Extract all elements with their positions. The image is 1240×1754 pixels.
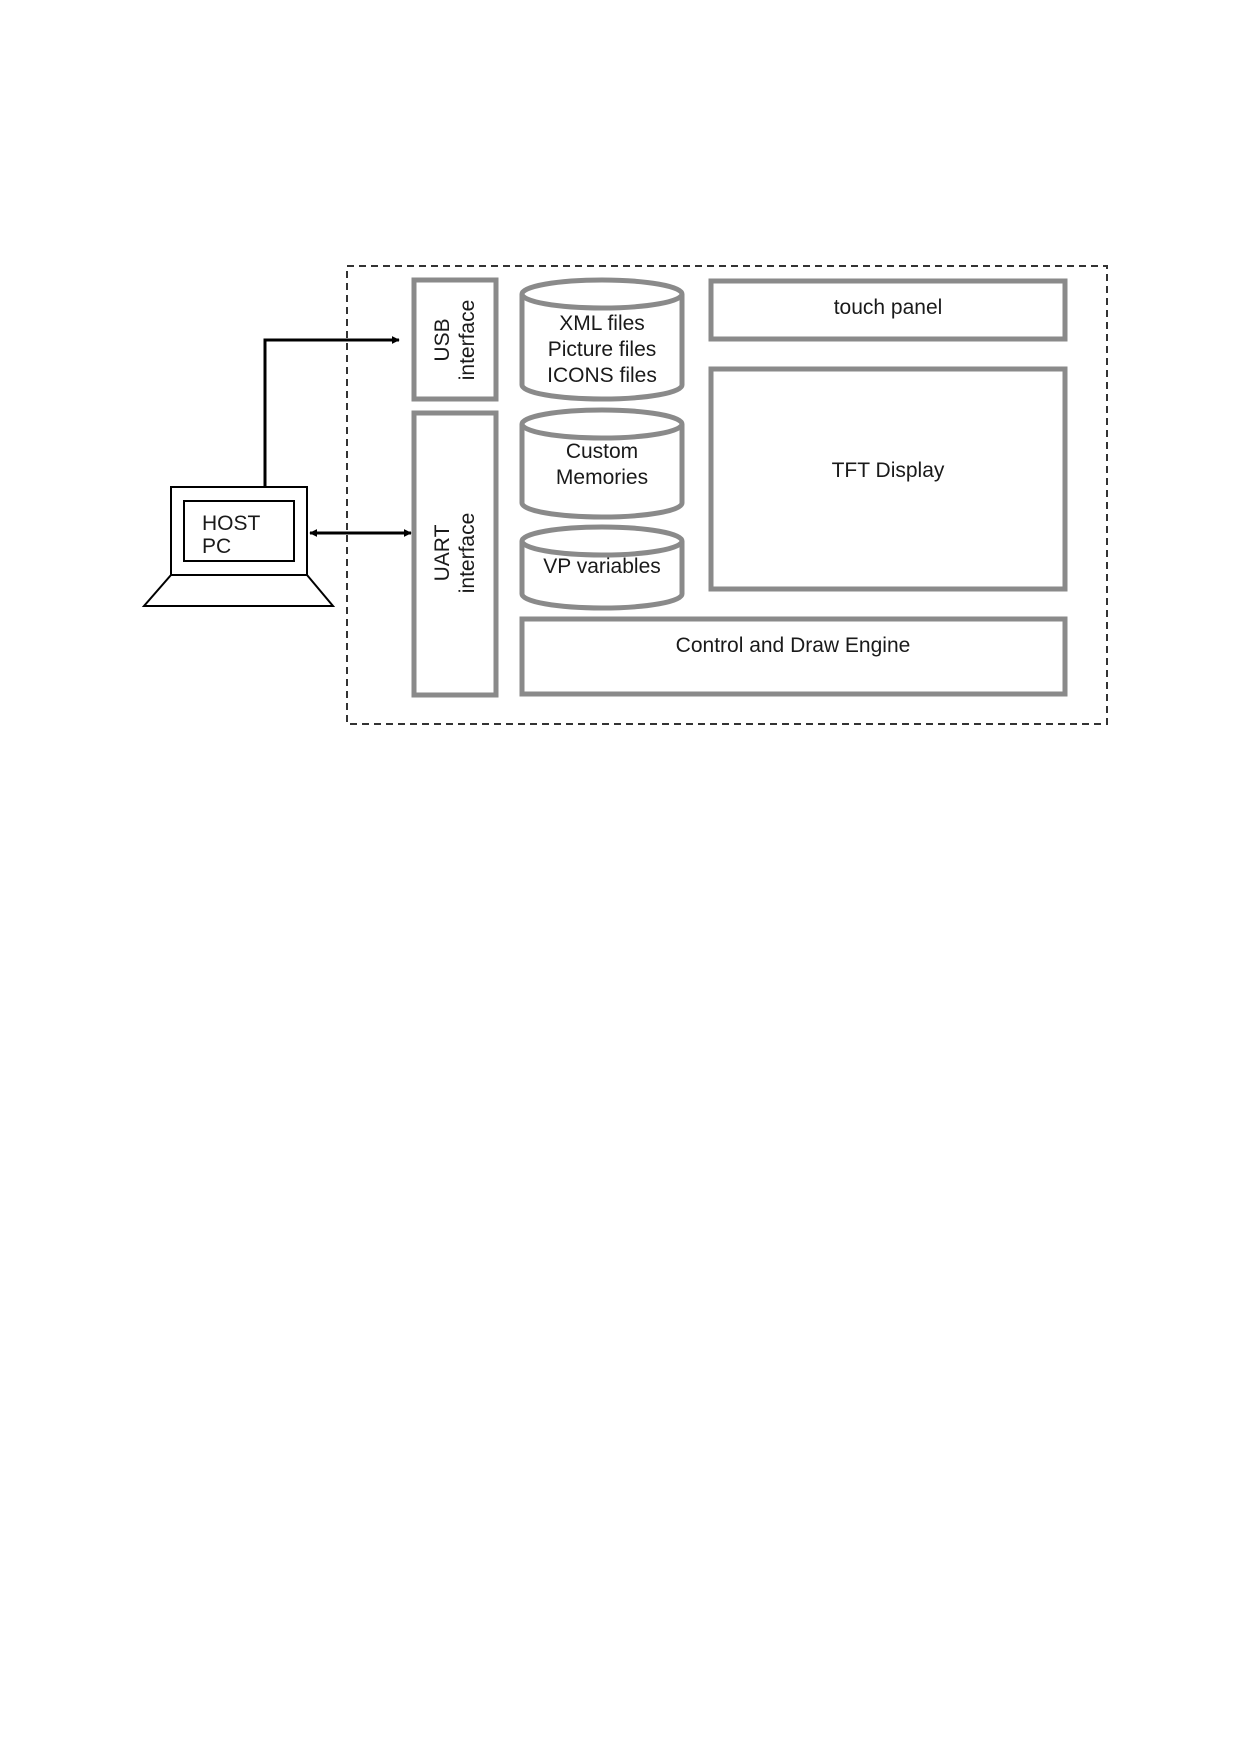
usb-connector-arrow — [263, 336, 400, 487]
uart-interface-block — [411, 410, 499, 698]
host-pc: HOST PC — [141, 486, 336, 607]
touch-panel-block — [708, 278, 1068, 342]
control-draw-engine-label: Control and Draw Engine — [676, 634, 911, 657]
uart-interface-label-line1: UART — [431, 524, 454, 581]
host-pc-label-line2: PC — [202, 535, 231, 558]
custom-memories-cylinder: Custom Memories — [519, 407, 685, 520]
uart-interface-label-line2: interface — [456, 513, 479, 594]
custom-memories-label-line1: Custom — [566, 440, 638, 463]
host-pc-label-line1: HOST — [202, 512, 261, 535]
device-enclosure — [346, 265, 1108, 725]
tft-display-block — [708, 366, 1068, 592]
usb-interface-label-line1: USB — [431, 318, 454, 361]
files-storage-label-line3: ICONS files — [547, 364, 657, 387]
control-draw-engine-block — [519, 616, 1068, 697]
host-pc-keyboard — [141, 574, 336, 607]
files-storage-cylinder: XML files Picture files ICONS files — [519, 277, 685, 402]
files-storage-label-line1: XML files — [559, 312, 645, 335]
host-pc-screen — [183, 500, 295, 562]
usb-interface-block — [411, 277, 499, 402]
touch-panel-label: touch panel — [834, 296, 943, 319]
vp-variables-cylinder: VP variables — [519, 524, 685, 611]
vp-variables-label: VP variables — [543, 555, 661, 578]
custom-memories-label-line2: Memories — [556, 466, 648, 489]
files-storage-label-line2: Picture files — [548, 338, 657, 361]
usb-interface-label-line2: interface — [456, 300, 479, 381]
tft-display-label: TFT Display — [832, 459, 945, 482]
